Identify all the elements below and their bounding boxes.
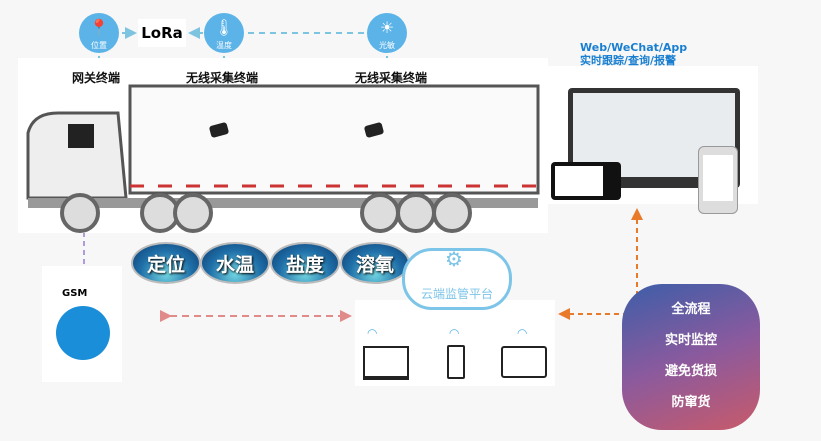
- wireless-terminal-label-1: 无线采集终端: [186, 71, 259, 85]
- gateway-label: 网关终端: [72, 71, 121, 85]
- laptop-icon: [363, 346, 409, 380]
- lora-logo: LoRa: [138, 19, 186, 47]
- truck-panel: [18, 58, 548, 233]
- wifi-icon: ◠: [449, 326, 460, 340]
- light-sensor: ☀光敏: [367, 13, 407, 53]
- cloud-platform: ⚙ 云端监管平台: [402, 247, 512, 310]
- wifi-icon: ◠: [517, 326, 528, 340]
- globe-icon: [56, 306, 110, 360]
- pill-location: 定位: [131, 242, 201, 284]
- phone-icon: [447, 345, 465, 379]
- truck-illustration: [26, 84, 540, 233]
- clients-panel: [548, 66, 758, 214]
- wireless-terminal-label-2: 无线采集终端: [355, 71, 428, 85]
- gsm-panel: GSM: [42, 266, 122, 382]
- sun-icon: ☀: [379, 18, 395, 37]
- benefits-badge: 全流程 实时监控 避免货损 防窜货: [622, 284, 760, 430]
- pill-water-temp: 水温: [200, 242, 270, 284]
- gear-icon: ⚙: [445, 247, 463, 271]
- phone: [698, 146, 738, 214]
- devices-panel: ◠ ◠ ◠: [355, 300, 555, 386]
- thermometer-icon: 🌡: [213, 18, 235, 37]
- pill-dissolved-oxygen: 溶氧: [340, 242, 410, 284]
- monitor-icon: [501, 346, 547, 378]
- location-sensor: 📍位置: [79, 13, 119, 53]
- gsm-label: GSM: [62, 288, 88, 299]
- clients-caption: Web/WeChat/App 实时跟踪/查询/报警: [580, 41, 688, 67]
- location-pin-icon: 📍: [89, 18, 109, 37]
- pill-salinity: 盐度: [270, 242, 340, 284]
- tablet: [551, 162, 621, 200]
- temperature-sensor: 🌡温度: [204, 13, 244, 53]
- wifi-icon: ◠: [367, 326, 378, 340]
